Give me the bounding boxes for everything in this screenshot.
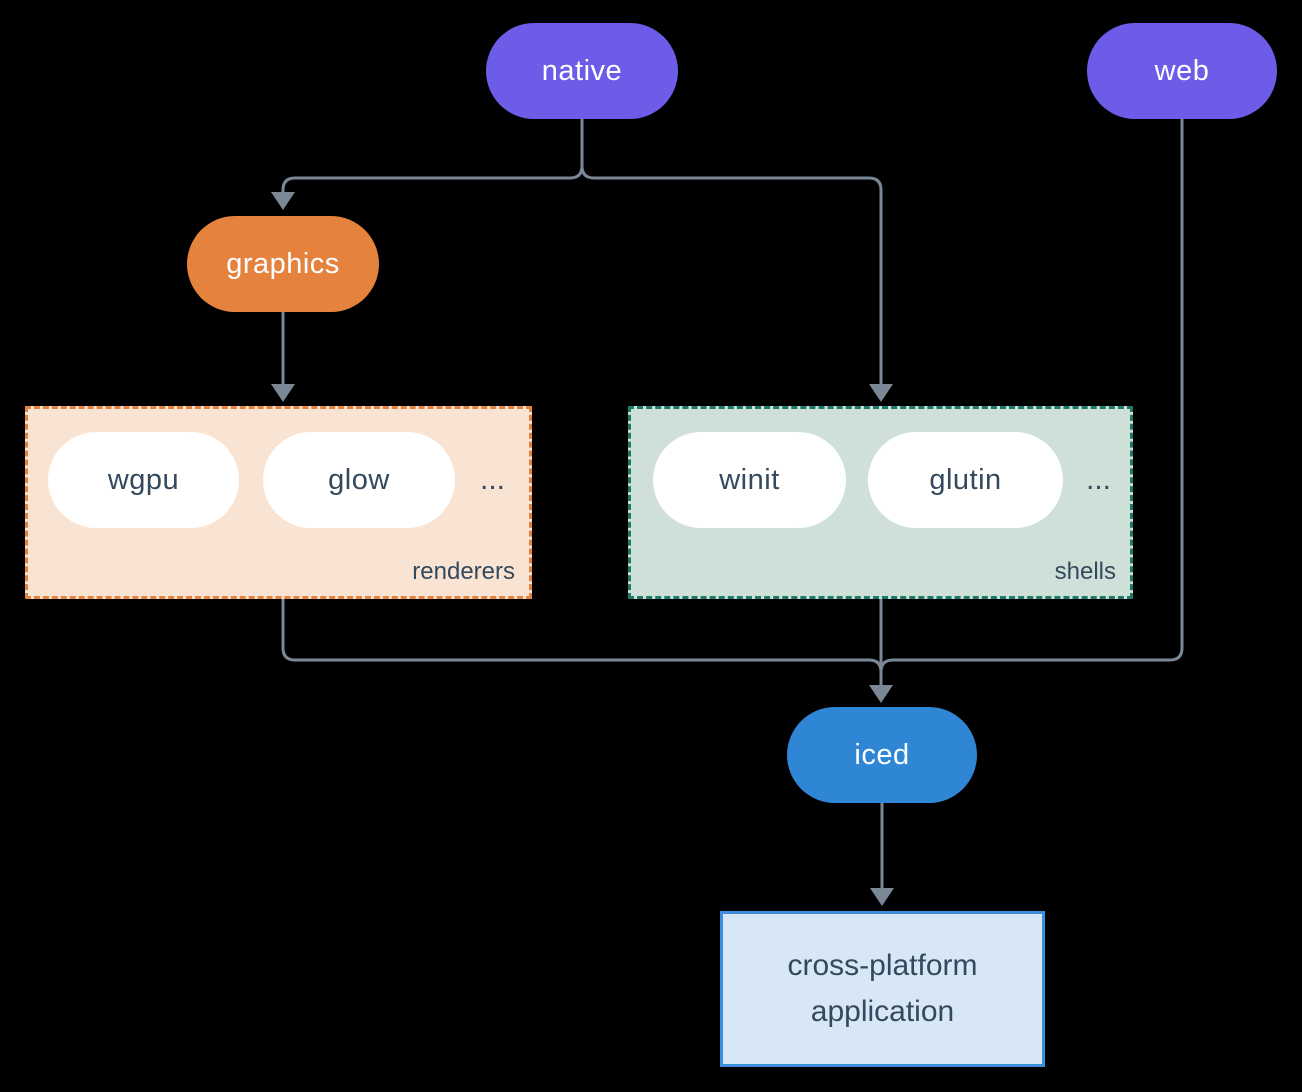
edge-native-shells bbox=[580, 119, 883, 385]
shells-label: shells bbox=[1054, 558, 1116, 585]
node-glutin: glutin bbox=[868, 432, 1063, 528]
node-native: native bbox=[486, 23, 678, 119]
node-winit: winit bbox=[653, 432, 846, 528]
renderers-label: renderers bbox=[412, 558, 515, 585]
arrowhead-app bbox=[870, 888, 894, 906]
arrowhead-renderers bbox=[271, 384, 295, 402]
node-graphics: graphics bbox=[187, 216, 379, 312]
node-web: web bbox=[1087, 23, 1277, 119]
node-cross-platform-application: cross-platform application bbox=[720, 911, 1045, 1067]
node-glow: glow bbox=[263, 432, 455, 528]
edge-native-graphics bbox=[281, 119, 584, 193]
arrowhead-graphics bbox=[271, 192, 295, 210]
group-renderers: wgpu glow ... renderers bbox=[25, 406, 532, 599]
edge-renderers-iced bbox=[281, 599, 883, 686]
node-iced: iced bbox=[787, 707, 977, 803]
renderers-ellipsis: ... bbox=[480, 463, 506, 496]
edge-web-iced bbox=[879, 119, 1184, 686]
arrowhead-shells bbox=[869, 384, 893, 402]
arrowhead-iced bbox=[869, 685, 893, 703]
shells-ellipsis: ... bbox=[1086, 463, 1112, 496]
node-wgpu: wgpu bbox=[48, 432, 239, 528]
group-shells: winit glutin ... shells bbox=[628, 406, 1133, 599]
